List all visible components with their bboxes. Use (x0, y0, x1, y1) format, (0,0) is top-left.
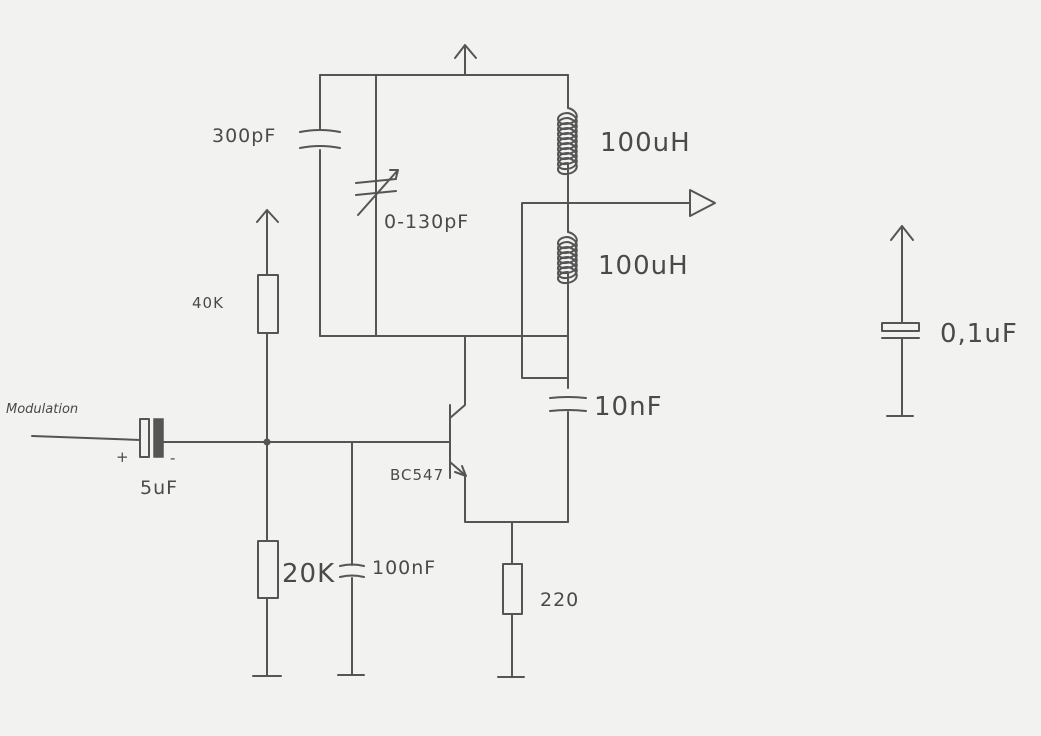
label-5uf: 5uF (140, 477, 178, 499)
label-minus: - (170, 449, 176, 467)
label-300pf: 300pF (212, 125, 276, 147)
capacitor-300pf (299, 129, 341, 149)
label-variable-cap: 0-130pF (384, 211, 469, 233)
label-220: 220 (540, 589, 579, 611)
label-40k: 40K (192, 294, 224, 312)
label-modulation: Modulation (6, 402, 78, 417)
label-inductor-lower: 100uH (598, 251, 689, 281)
label-plus: + (116, 448, 130, 466)
resistor-220 (497, 521, 525, 678)
capacitor-5uf (31, 418, 164, 458)
transistor-bc547 (359, 335, 569, 523)
label-inductor-upper: 100uH (600, 128, 691, 158)
resistor-40k (257, 274, 279, 542)
capacitor-10nf (549, 396, 587, 523)
top-supply-wire (319, 74, 569, 337)
label-20k: 20K (282, 559, 335, 589)
variable-capacitor (355, 169, 399, 216)
label-100nf: 100nF (372, 557, 436, 579)
resistor-20k (252, 540, 282, 677)
vcc-arrow-bias (256, 209, 279, 276)
capacitor-100nf (337, 441, 365, 676)
feedback-wire (521, 202, 569, 379)
vcc-arrow-top (454, 44, 477, 76)
inductor-lower (557, 202, 578, 389)
inductor-upper (557, 74, 578, 204)
capacitor-decoupling (881, 225, 920, 417)
label-0-1uf: 0,1uF (940, 319, 1018, 349)
label-bc547: BC547 (390, 466, 444, 484)
output-arrow (567, 189, 716, 217)
label-10nf: 10nF (594, 392, 663, 422)
